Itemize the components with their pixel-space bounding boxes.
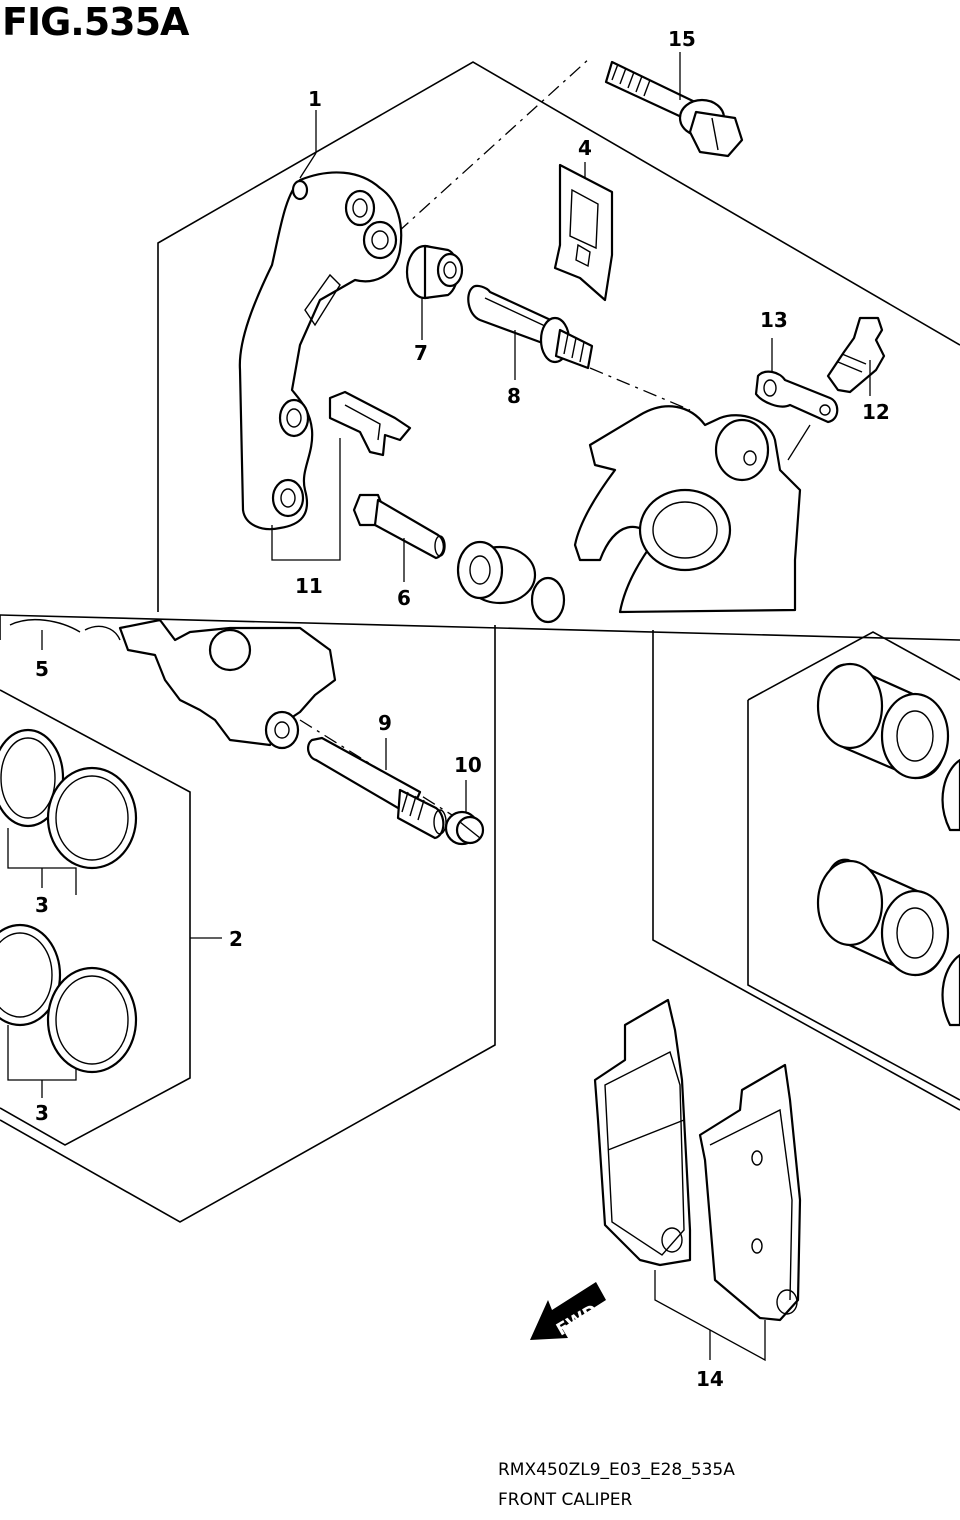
caliper-body-upper [456, 405, 802, 624]
part-4-pad-spring [553, 163, 614, 302]
leader-lines [7, 52, 871, 1362]
callout-8: 8 [507, 384, 521, 408]
figure-title: FIG.535A [2, 0, 189, 44]
callout-2: 2 [229, 927, 243, 951]
part-5-dust-seal-fragment [9, 619, 121, 641]
part-15-bolt [604, 60, 744, 158]
part-11-retainer-clip [328, 390, 412, 457]
model-code: RMX450ZL9_E03_E28_535A [498, 1460, 735, 1480]
part-8-slide-pin [467, 284, 594, 370]
callout-3-upper: 3 [35, 893, 49, 917]
callout-14: 14 [696, 1367, 724, 1391]
part-9-pad-pin [306, 736, 447, 840]
callout-7: 7 [414, 341, 428, 365]
callout-10: 10 [454, 753, 482, 777]
callout-labels: 1 2 3 3 4 5 6 7 8 9 10 11 12 13 14 15 [35, 27, 890, 1391]
figure-name: FRONT CALIPER [498, 1490, 633, 1510]
part-14-brake-pads [593, 998, 802, 1322]
part-6-slide-pin [352, 493, 446, 560]
part-13-bleeder-cap [754, 370, 839, 424]
part-3-seal-rings [0, 728, 138, 1074]
pistons [816, 662, 960, 1027]
callout-5: 5 [35, 657, 49, 681]
callout-11: 11 [295, 574, 323, 598]
callout-9: 9 [378, 711, 392, 735]
callout-15: 15 [668, 27, 696, 51]
callout-13: 13 [760, 308, 788, 332]
part-7-boot [405, 244, 464, 300]
callout-3-lower: 3 [35, 1101, 49, 1125]
callout-1: 1 [308, 87, 322, 111]
forward-arrow-icon: FWD [530, 1282, 606, 1340]
caliper-body-lower [118, 618, 337, 750]
callout-6: 6 [397, 586, 411, 610]
part-1-caliper-bracket [238, 171, 403, 531]
callout-12: 12 [862, 400, 890, 424]
part-10-plug [444, 810, 485, 846]
part-12-bleeder-valve [826, 316, 886, 394]
callout-4: 4 [578, 136, 592, 160]
